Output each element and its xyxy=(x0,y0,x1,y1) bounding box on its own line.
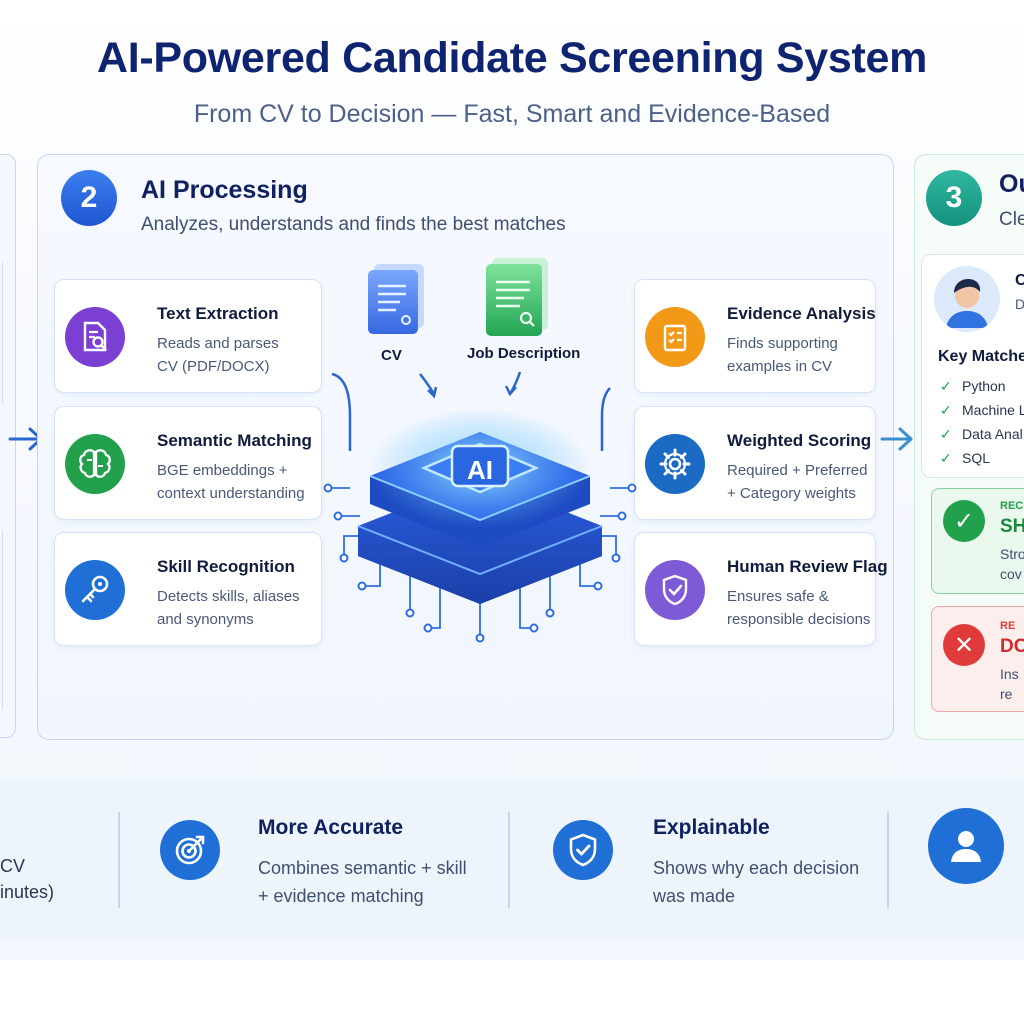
divider xyxy=(508,812,510,908)
card-title: Text Extraction xyxy=(157,304,279,323)
candidate-subtitle: D xyxy=(1015,296,1024,312)
recommendation-head: DC xyxy=(1000,636,1024,657)
checklist-icon xyxy=(645,307,705,367)
check-icon: ✓ xyxy=(940,378,952,394)
feature-card-human-review-flag: Human Review Flag Ensures safe & respons… xyxy=(634,532,888,646)
benefit-fragment: CV xyxy=(0,856,26,876)
processing-description: Analyzes, understands and finds the best… xyxy=(141,214,566,235)
key-match-item: ✓Machine L xyxy=(940,402,1024,418)
key-match-item: ✓Data Anal xyxy=(940,426,1023,442)
ai-chip-label: AI xyxy=(467,455,493,485)
recommendation-head: SH xyxy=(1000,516,1024,537)
cv-document-icon xyxy=(368,264,424,334)
recommendation-line: cov xyxy=(1000,566,1022,582)
shield-check-icon xyxy=(645,560,705,620)
card-title: Human Review Flag xyxy=(727,557,888,576)
arrow-right-icon xyxy=(880,427,913,451)
divider xyxy=(118,812,120,908)
check-icon: ✓ xyxy=(940,450,952,466)
recommendation-line: re xyxy=(1000,686,1013,702)
key-match-item: ✓Python xyxy=(940,378,1006,394)
card-description: Detects skills, aliases and synonyms xyxy=(157,588,300,628)
person-icon xyxy=(928,808,1004,884)
cv-label: CV xyxy=(381,347,402,364)
job-description-label: Job Description xyxy=(467,345,581,362)
card-description: Required + Preferred + Category weights xyxy=(727,462,868,502)
card-title: Skill Recognition xyxy=(157,557,295,576)
recommendation-tag: RE xyxy=(1000,620,1016,632)
key-matches-title: Key Matche xyxy=(938,348,1024,365)
output-description: Cle xyxy=(999,209,1024,230)
feature-card-skill-recognition: Skill Recognition Detects skills, aliase… xyxy=(54,532,322,646)
processing-title: AI Processing xyxy=(141,176,308,204)
recommendation-line: Stro xyxy=(1000,546,1024,562)
card-title: Semantic Matching xyxy=(157,431,312,450)
x-circle-icon: ✕ xyxy=(943,624,985,666)
check-icon: ✓ xyxy=(940,402,952,418)
feature-card-semantic-matching: Semantic Matching BGE embeddings + conte… xyxy=(54,406,322,520)
benefits-strip xyxy=(0,778,1024,938)
recommendation-line: Ins xyxy=(1000,666,1019,682)
target-icon xyxy=(160,820,220,880)
page-subtitle: From CV to Decision — Fast, Smart and Ev… xyxy=(193,100,831,128)
card-description: Reads and parses CV (PDF/DOCX) xyxy=(157,335,279,375)
check-circle-icon: ✓ xyxy=(943,500,985,542)
gear-icon xyxy=(645,434,705,494)
benefit-description: Combines semantic + skill + evidence mat… xyxy=(258,858,467,906)
card-title: Evidence Analysis xyxy=(727,304,876,323)
key-icon xyxy=(65,560,125,620)
recommendation-tag: REC xyxy=(1000,500,1024,512)
card-title: Weighted Scoring xyxy=(727,431,872,450)
step-number-badge: 3 xyxy=(926,170,982,226)
input-panel-card-edge xyxy=(0,262,3,404)
feature-card-evidence-analysis: Evidence Analysis Finds supporting examp… xyxy=(634,279,876,393)
avatar xyxy=(934,266,1000,332)
page-title: AI-Powered Candidate Screening System xyxy=(96,34,928,82)
step-number-badge: 2 xyxy=(61,170,117,226)
card-description: BGE embeddings + context understanding xyxy=(157,462,305,502)
ai-engine-illustration xyxy=(323,258,637,643)
feature-card-weighted-scoring: Weighted Scoring Required + Preferred + … xyxy=(634,406,876,520)
benefit-title: More Accurate xyxy=(258,816,404,839)
output-title: Ou xyxy=(999,170,1024,198)
input-panel-card-edge xyxy=(0,530,3,710)
shield-check-icon xyxy=(553,820,613,880)
key-match-item: ✓SQL xyxy=(940,450,991,466)
benefit-description: Shows why each decision was made xyxy=(653,858,860,906)
job-description-document-icon xyxy=(486,258,548,336)
check-icon: ✓ xyxy=(940,426,952,442)
feature-card-text-extraction: Text Extraction Reads and parses CV (PDF… xyxy=(54,279,322,393)
recommendation-decline xyxy=(931,606,1024,712)
card-description: Finds supporting examples in CV xyxy=(727,335,838,375)
input-panel xyxy=(0,154,16,738)
candidate-name: C xyxy=(1015,272,1024,289)
brain-icon xyxy=(65,434,125,494)
benefit-fragment: inutes) xyxy=(0,882,55,902)
benefit-title: Explainable xyxy=(653,816,770,839)
document-search-icon xyxy=(65,307,125,367)
card-description: Ensures safe & responsible decisions xyxy=(727,588,871,628)
divider xyxy=(887,812,889,908)
